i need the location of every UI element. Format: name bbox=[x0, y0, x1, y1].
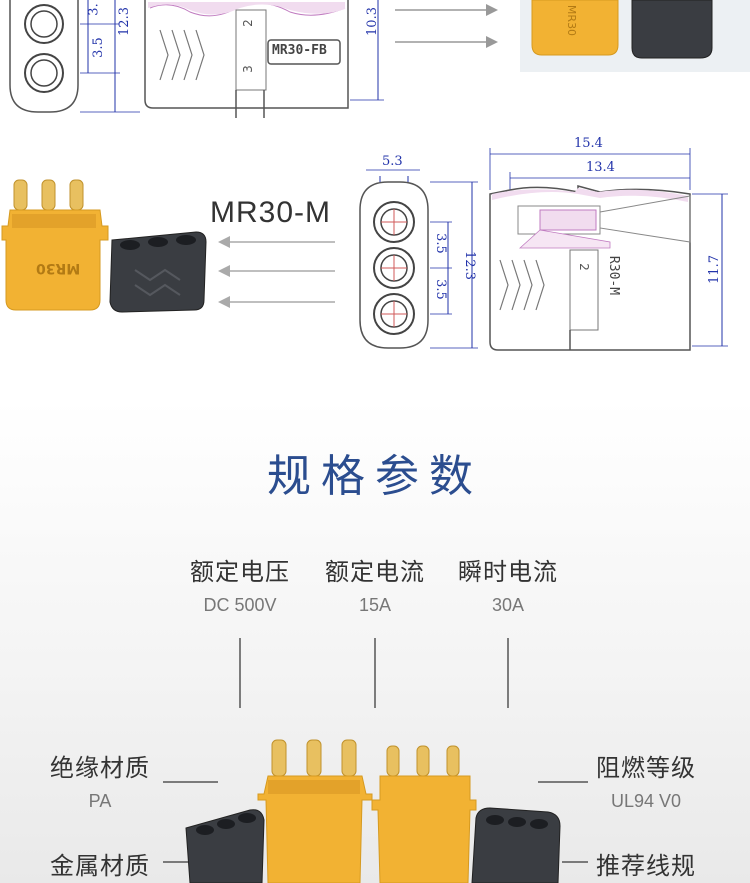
front-dim-width: 5.3 bbox=[382, 154, 403, 169]
spec-leader-lines bbox=[163, 638, 588, 883]
spec-gauge-title: 推荐线规 bbox=[596, 852, 696, 880]
side-dim-length: 15.4 bbox=[574, 136, 603, 151]
front-dim-pitch-2: 3.5 bbox=[432, 279, 448, 300]
top-part-label: MR30-FB bbox=[272, 43, 327, 58]
front-dim-pitch-1: 3.5 bbox=[432, 233, 448, 254]
spec-voltage-value: DC 500V bbox=[203, 595, 277, 615]
side-label: R30-M bbox=[606, 255, 622, 296]
specs-section: 规格参数 额定电压 DC 500V 额定电流 15A 瞬时电流 30A 绝缘材质… bbox=[0, 400, 750, 883]
top-dim-1: 3. bbox=[86, 3, 102, 16]
spec-current-title: 额定电流 bbox=[325, 558, 425, 586]
top-pin-3: 3 bbox=[240, 65, 255, 73]
mid-photo-text: MR30 bbox=[36, 260, 81, 276]
spec-flame-title: 阻燃等级 bbox=[596, 754, 696, 782]
model-label: MR30-M bbox=[210, 196, 332, 229]
top-drawing: 3. 3.5 12.3 10.3 2 3 MR30-FB MR30 bbox=[0, 0, 750, 130]
top-dim-2: 3.5 bbox=[90, 37, 106, 58]
spec-metal: 金属材质 bbox=[30, 846, 170, 881]
top-pin-2: 2 bbox=[240, 19, 255, 27]
spec-metal-title: 金属材质 bbox=[50, 852, 150, 880]
spec-peak-title: 瞬时电流 bbox=[458, 558, 558, 586]
spec-gauge: 推荐线规 bbox=[576, 846, 716, 881]
spec-insulation: 绝缘材质 PA bbox=[30, 748, 170, 812]
spec-peak-value: 30A bbox=[491, 595, 525, 615]
spec-insulation-title: 绝缘材质 bbox=[50, 754, 150, 782]
specs-heading: 规格参数 bbox=[267, 451, 483, 502]
front-dim-height: 12.3 bbox=[461, 251, 477, 280]
top-dim-4: 10.3 bbox=[364, 7, 380, 36]
top-photo-text: MR30 bbox=[565, 4, 579, 37]
spec-col-peak: 瞬时电流 30A bbox=[438, 552, 578, 616]
side-dim-body: 13.4 bbox=[586, 160, 615, 175]
side-dim-height: 11.7 bbox=[706, 255, 722, 284]
mid-drawing: MR30-M MR30 5.3 3.5 3.5 12.3 15.4 13.4 1… bbox=[0, 130, 750, 370]
spec-voltage-title: 额定电压 bbox=[190, 558, 290, 586]
spec-col-current: 额定电流 15A bbox=[305, 552, 445, 616]
side-pin-number: 2 bbox=[576, 263, 591, 271]
spec-col-voltage: 额定电压 DC 500V bbox=[170, 552, 310, 616]
top-dim-3: 12.3 bbox=[116, 7, 132, 36]
spec-flame-value: UL94 V0 bbox=[610, 791, 682, 811]
spec-flame: 阻燃等级 UL94 V0 bbox=[576, 748, 716, 812]
spec-insulation-value: PA bbox=[88, 791, 112, 811]
spec-current-value: 15A bbox=[358, 595, 392, 615]
